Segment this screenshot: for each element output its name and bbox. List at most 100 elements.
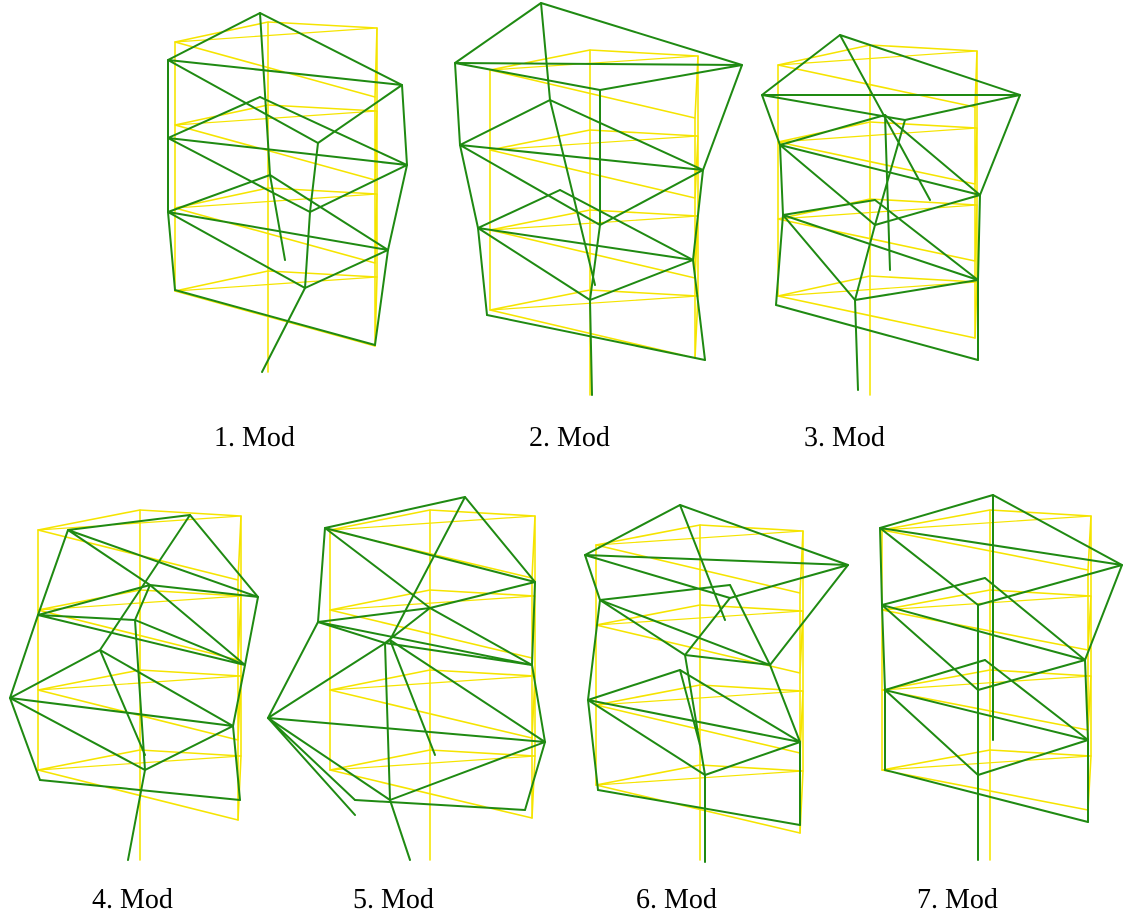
deformed-member [477,227,488,316]
undeformed-floor-edge [881,589,991,611]
deformed-member [884,659,986,691]
deformed-member [9,697,146,771]
mode-label-1: 1. Mod [214,422,295,453]
undeformed-floor-diagonal [881,675,1092,691]
undeformed-floor-edge [329,589,431,611]
deformed-member [881,604,979,691]
mode-2-shape [454,2,743,396]
deformed-member [174,289,376,346]
deformed-member [244,596,259,666]
deformed-member [459,144,704,171]
undeformed-floor-edge [699,604,804,612]
deformed-member [881,604,1086,661]
deformed-member [387,164,408,251]
undeformed-floor-edge [267,21,378,29]
undeformed-floor-edge [699,684,804,692]
deformed-member [261,287,306,373]
deformed-member [269,174,286,261]
deformed-member [9,649,101,699]
undeformed-floor-diagonal [329,515,536,531]
deformed-member [232,725,241,801]
deformed-member [879,527,1123,566]
deformed-member [684,654,706,776]
deformed-member [37,614,136,621]
deformed-member [267,717,391,801]
deformed-member [167,12,261,61]
undeformed-floor-edge [881,769,1089,811]
deformed-member [259,12,403,86]
undeformed-floor-edge [429,509,536,517]
undeformed-floor-edge [881,509,991,531]
deformed-member [599,64,743,91]
deformed-member [167,59,403,86]
deformed-member [401,84,408,166]
deformed-member [134,619,246,666]
deformed-member [429,581,536,609]
deformed-member [524,741,546,811]
undeformed-floor-diagonal [777,127,978,143]
undeformed-floor-edge [329,509,431,531]
undeformed-floor-edge [37,589,141,611]
deformed-member [67,514,191,531]
undeformed-floor-edge [37,669,141,691]
undeformed-floor-edge [881,529,1089,571]
deformed-member [684,597,731,656]
undeformed-floor-edge [37,749,141,771]
deformed-member [37,614,246,666]
deformed-member [692,259,706,361]
undeformed-floor-edge [37,609,239,661]
deformed-member [761,34,841,96]
deformed-member [259,96,408,166]
deformed-member [884,114,891,271]
deformed-member [384,642,533,666]
undeformed-floor-diagonal [489,135,699,151]
deformed-member [167,174,271,213]
deformed-member [599,599,686,656]
deformed-member [879,494,994,529]
undeformed-floor-edge [329,689,533,739]
deformed-member [884,689,979,776]
deformed-member [769,564,849,666]
deformed-member [324,496,466,529]
undeformed-floor-edge [869,275,978,283]
undeformed-floor-edge [777,64,976,108]
deformed-member [459,144,479,229]
deformed-member [589,299,593,396]
undeformed-floor-edge [329,769,533,819]
deformed-member [775,304,979,361]
deformed-member [389,741,546,801]
deformed-member [854,299,859,391]
mode-4-shape [9,509,259,861]
undeformed-floor-edge [589,209,699,217]
deformed-member [317,621,533,666]
deformed-member [587,599,601,701]
mode-7-shape [879,494,1123,861]
deformed-member [454,62,601,91]
deformed-member [879,527,883,606]
deformed-member [884,769,1089,823]
deformed-member [149,584,246,666]
mode-label-4: 4. Mod [92,884,173,915]
deformed-member [587,699,706,776]
deformed-member [144,725,234,771]
deformed-member [540,2,551,101]
undeformed-floor-edge [489,49,591,71]
undeformed-floor-edge [989,589,1092,597]
deformed-member [584,554,731,599]
deformed-member [584,504,681,556]
undeformed-floor-edge [174,207,376,264]
undeformed-floor-diagonal [777,204,978,220]
deformed-member [874,194,981,226]
deformed-member [384,642,391,801]
deformed-member [584,554,601,601]
undeformed-floor-edge [489,69,696,119]
deformed-member [874,119,906,226]
deformed-member [389,639,436,756]
deformed-member [454,62,461,146]
undeformed-floor-edge [139,509,242,517]
undeformed-floor-edge [881,749,991,771]
deformed-member [267,717,546,743]
deformed-member [587,669,681,701]
undeformed-floor-edge [139,669,242,677]
deformed-member [309,164,408,213]
